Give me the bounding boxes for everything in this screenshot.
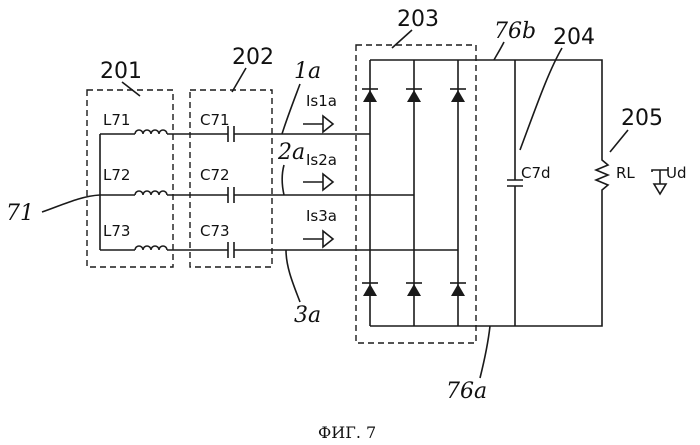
label-76a: 76a (446, 379, 487, 404)
label-rl: RL (616, 164, 635, 182)
label-201: 201 (100, 59, 142, 84)
leader-201 (122, 82, 140, 96)
diode-lower-2 (407, 284, 421, 296)
leader-2a (282, 165, 284, 195)
diode-lower-1 (363, 284, 377, 296)
rectifier-bridge (362, 60, 550, 326)
leader-1a (282, 84, 300, 134)
label-205: 205 (621, 106, 663, 131)
label-203: 203 (397, 7, 439, 32)
arrow-is1a (303, 116, 333, 132)
label-ud: Ud (666, 164, 687, 182)
arrow-is2a (303, 174, 333, 190)
phase-row-2 (100, 187, 414, 203)
inductor-l71 (135, 130, 167, 134)
label-76b: 76b (494, 19, 536, 44)
label-is2a: Is2a (306, 151, 337, 169)
inductor-l72 (135, 191, 167, 195)
diode-upper-3 (451, 90, 465, 102)
label-202: 202 (232, 45, 274, 70)
leader-204 (520, 48, 562, 150)
label-2a: 2a (277, 140, 305, 165)
label-c7d: C7d (521, 164, 551, 182)
capacitor-c73 (228, 242, 234, 258)
diode-upper-1 (362, 89, 378, 102)
label-71: 71 (6, 201, 34, 226)
inductor-l73 (135, 246, 167, 250)
figure-caption: ФИГ. 7 (318, 423, 376, 442)
label-is3a: Is3a (306, 207, 337, 225)
label-c71: C71 (200, 111, 230, 129)
arrow-is3a (303, 231, 333, 247)
diode-upper-2 (407, 90, 421, 102)
phase-row-1 (100, 126, 370, 142)
leader-205 (610, 130, 628, 152)
label-l73: L73 (103, 222, 130, 240)
leader-71 (42, 195, 100, 212)
phase-row-3 (100, 242, 458, 258)
label-l71: L71 (103, 111, 130, 129)
leader-76a (480, 326, 490, 378)
label-c73: C73 (200, 222, 230, 240)
label-204: 204 (553, 25, 595, 50)
leader-3a (286, 250, 300, 302)
label-l72: L72 (103, 166, 130, 184)
load-resistor (550, 60, 608, 326)
label-c72: C72 (200, 166, 230, 184)
dc-capacitor (507, 60, 523, 326)
diode-lower-3 (451, 284, 465, 296)
label-1a: 1a (294, 59, 321, 84)
label-3a: 3a (294, 303, 321, 328)
label-is1a: Is1a (306, 92, 337, 110)
capacitor-c72 (228, 187, 234, 203)
leader-202 (232, 68, 246, 92)
leader-76b (494, 42, 504, 60)
